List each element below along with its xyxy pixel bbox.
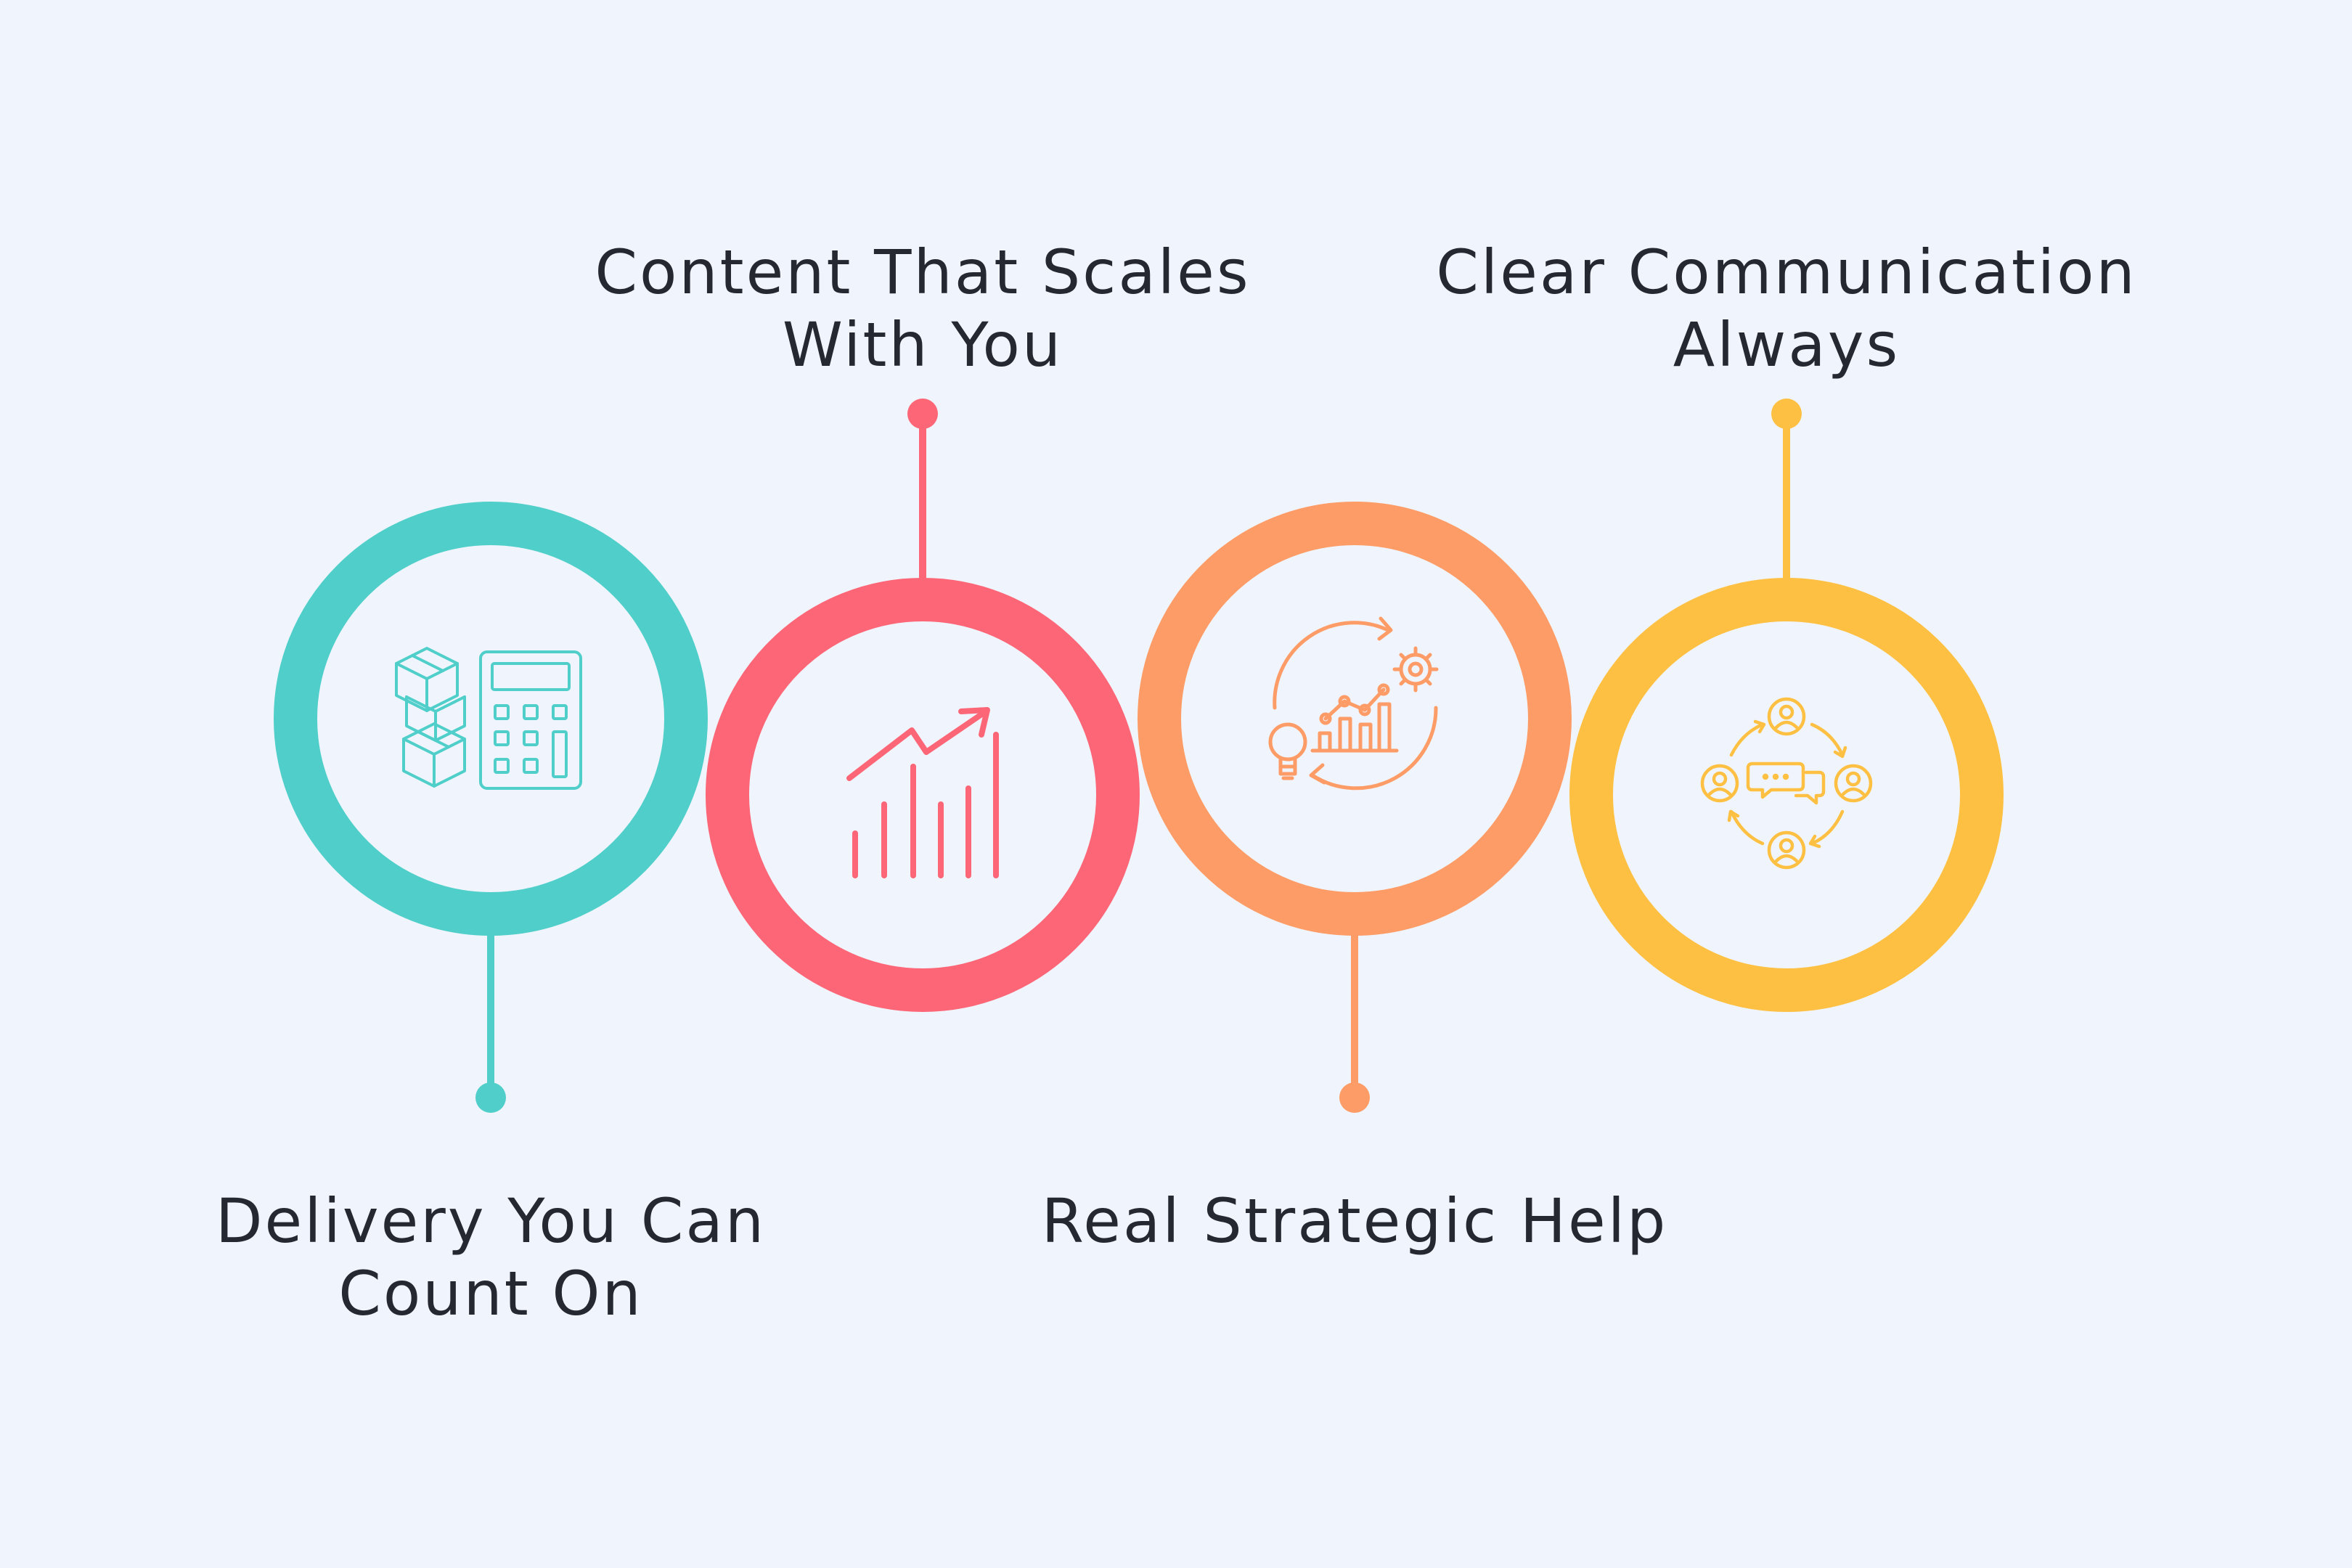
step-3 <box>1138 502 1572 1113</box>
step-3-label-line-1: Real Strategic Help <box>1041 1185 1668 1257</box>
growth-chart-icon <box>846 707 999 878</box>
strategy-idea-gear-icon <box>1268 616 1439 791</box>
step-1-label-line-2: Count On <box>338 1258 643 1329</box>
step-4 <box>1569 399 2004 1012</box>
team-conversation-icon <box>1700 697 1873 870</box>
step-2-label-line-2: With You <box>782 309 1063 380</box>
step-1-label-line-1: Delivery You Can <box>215 1185 767 1257</box>
step-4-label-line-1: Clear Communication <box>1436 237 2137 308</box>
step-3-label: Real Strategic Help <box>992 1185 1718 1257</box>
connector-dot <box>1771 399 1802 429</box>
step-1-label: Delivery You Can Count On <box>128 1185 854 1330</box>
step-4-label: Clear Communication Always <box>1424 236 2149 381</box>
step-2-label-line-1: Content That Scales <box>595 237 1251 308</box>
connector-dot <box>907 399 938 429</box>
step-ring <box>706 578 1140 1012</box>
step-ring <box>1569 578 2004 1012</box>
step-2-label: Content That Scales With You <box>560 236 1286 381</box>
step-ring <box>274 502 708 936</box>
connector-dot <box>475 1082 506 1113</box>
boxes-calculator-icon <box>395 647 582 790</box>
step-2 <box>706 399 1140 1012</box>
step-1 <box>274 502 708 1113</box>
connector-dot <box>1339 1082 1370 1113</box>
step-4-label-line-2: Always <box>1673 309 1900 380</box>
step-ring <box>1138 502 1572 936</box>
